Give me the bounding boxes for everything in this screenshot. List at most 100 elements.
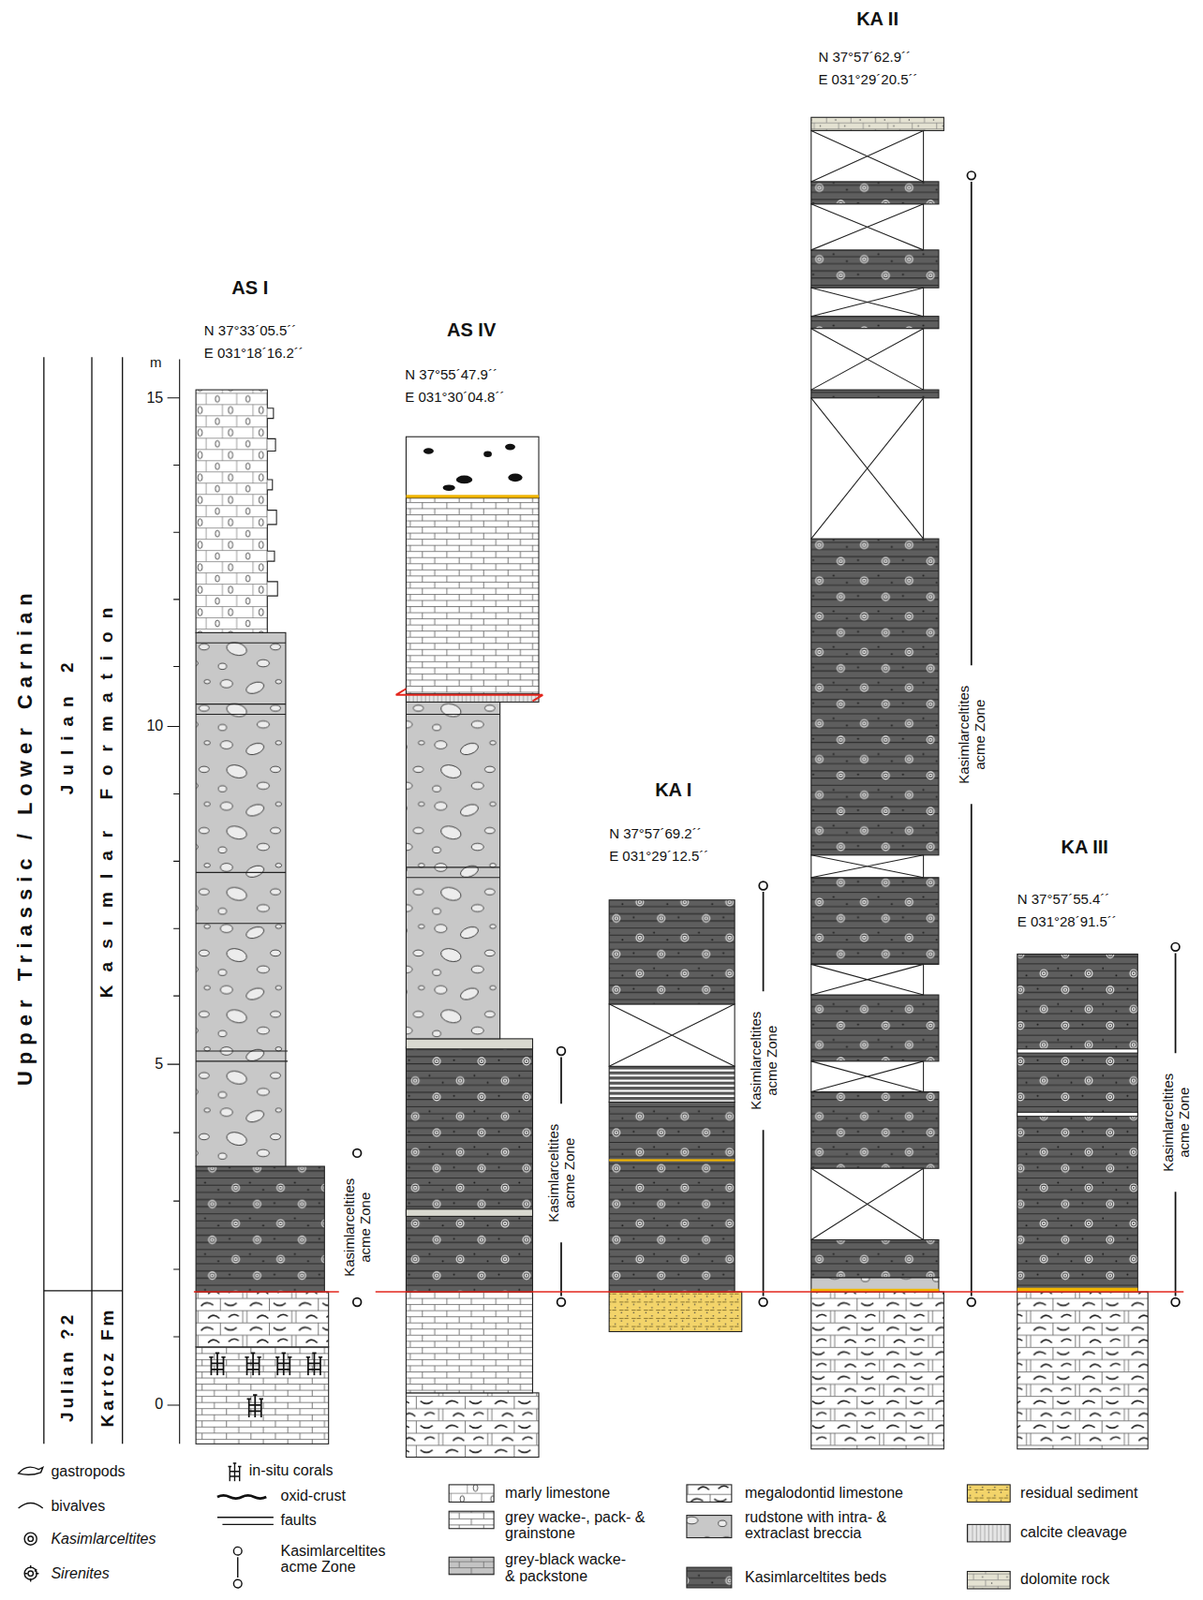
scale-number: 15: [146, 389, 164, 407]
coordinate: N 37°57´69.2´´: [608, 825, 702, 842]
chronostrat-frame: [44, 356, 123, 1444]
column-ka-ii: [811, 117, 945, 1450]
acme-zone-range: [966, 1298, 976, 1307]
legend-text: bivalves: [50, 1498, 105, 1515]
column-as-iv: [423, 444, 523, 491]
section-title: KA II: [856, 8, 899, 30]
column-ka-ii: [811, 389, 939, 399]
legend-symbols: [28, 1571, 33, 1576]
column-as-iv: [405, 1209, 533, 1218]
column-ka-i: [608, 1004, 735, 1067]
column-ka-ii: [811, 877, 939, 966]
column-as-i: [195, 1292, 329, 1348]
column-ka-i: [608, 1101, 735, 1293]
column-ka-ii: [811, 1092, 939, 1170]
legend-text: marly limestone: [504, 1485, 610, 1502]
column-as-iv: [507, 473, 522, 482]
column-as-i: [195, 632, 286, 1167]
acme-zone-range: [758, 881, 768, 891]
column-as-iv: [423, 447, 434, 455]
legend-symbols: [217, 1495, 267, 1499]
scale-bar: [167, 358, 180, 1444]
legend-symbols: [233, 1546, 242, 1556]
column-as-iv: [405, 436, 539, 1457]
acme-zone-label: Kasimlarceltites acme Zone: [744, 992, 782, 1131]
formation-label: Kartoz Fm: [96, 1306, 118, 1428]
column-as-iv: [405, 436, 539, 498]
column-as-iv: [405, 1292, 533, 1394]
coordinate: N 37°57´55.4´´: [1017, 891, 1111, 907]
legend-text: Kasimlarceltites acme Zone: [280, 1543, 421, 1576]
coordinate: N 37°33´05.5´´: [204, 322, 298, 339]
acme-zone-range: [557, 1047, 566, 1056]
column-ka-ii: [811, 250, 939, 288]
scale-number: 10: [146, 717, 164, 735]
column-as-iv: [504, 444, 516, 451]
scale-bar: [178, 358, 180, 1444]
section-title: AS I: [231, 277, 268, 299]
acme-zone-label: Kasimlarceltites acme Zone: [339, 1158, 376, 1297]
column-ka-iii: [1017, 1112, 1139, 1116]
formation-label: Kasımlar Formation: [96, 594, 118, 997]
acme-zone-range: [353, 171, 1180, 1307]
legend-symbols: [233, 1579, 242, 1589]
acme-zone-label: Kasimlarceltites acme Zone: [543, 1103, 580, 1243]
legend-swatches: [966, 1485, 1010, 1503]
acme-zone-range: [557, 1298, 566, 1307]
column-as-i: [247, 1395, 264, 1418]
legend-symbols: [24, 1565, 39, 1582]
legend-symbols: [18, 1463, 274, 1589]
acme-zone-range: [1171, 943, 1180, 952]
coordinate: E 031°28´91.5´´: [1017, 913, 1117, 930]
legend-text: Sirenites: [50, 1565, 109, 1583]
acme-zone-range: [758, 1298, 768, 1307]
period-label: Upper Triassic / Lower Carnian: [12, 587, 36, 1087]
legend-symbols: [18, 1467, 44, 1475]
legend-swatches: [686, 1515, 732, 1539]
column-as-iv: [405, 1039, 533, 1050]
acme-zone-label: Kasimlarceltites acme Zone: [953, 665, 991, 804]
section-title: KA III: [1060, 836, 1108, 859]
column-ka-ii: [811, 117, 945, 131]
column-as-i: [195, 1347, 329, 1444]
legend-text: oxid-crust: [280, 1487, 345, 1505]
coordinate: E 031°29´20.5´´: [817, 71, 918, 88]
column-as-iv: [405, 498, 539, 695]
legend-symbols: [237, 1557, 238, 1578]
acme-zone-range: [353, 1298, 362, 1307]
legend-text: calcite cleavage: [1020, 1524, 1128, 1542]
section-title: AS IV: [446, 319, 496, 342]
column-ka-ii: [811, 130, 924, 1240]
column-ka-ii: [811, 1239, 939, 1278]
legend-symbols: [24, 1532, 37, 1545]
legend-swatches: [448, 1485, 494, 1503]
legend-swatches: [448, 1485, 1010, 1590]
column-ka-ii: [811, 130, 924, 1240]
section-title: KA I: [654, 779, 692, 802]
substage-label: Julian 2: [57, 653, 78, 796]
coordinate: E 031°30´04.8´´: [404, 388, 505, 405]
legend-swatches: [448, 1511, 494, 1530]
legend-swatches: [686, 1485, 732, 1503]
column-ka-i: [608, 1158, 735, 1161]
legend-symbols: [18, 1503, 44, 1509]
legend-text: Kasimlarceltites beds: [744, 1569, 887, 1587]
column-as-i: [195, 1166, 325, 1293]
scale-number: 0: [154, 1396, 164, 1413]
legend-swatches: [966, 1524, 1010, 1543]
column-as-iv: [405, 1393, 539, 1458]
scale-number: 5: [154, 1055, 164, 1073]
scale-bar: [167, 398, 180, 1406]
column-as-i: [195, 389, 268, 633]
column-as-i: [195, 389, 329, 1444]
column-ka-iii: [1017, 1049, 1139, 1054]
column-as-i: [195, 642, 288, 1062]
column-ka-i: [608, 1004, 735, 1067]
column-as-i: [208, 1352, 225, 1376]
legend-swatches: [686, 1567, 732, 1589]
legend-text: gastropods: [50, 1463, 125, 1481]
column-as-i: [306, 1352, 323, 1376]
acme-zone-range: [353, 1149, 362, 1159]
